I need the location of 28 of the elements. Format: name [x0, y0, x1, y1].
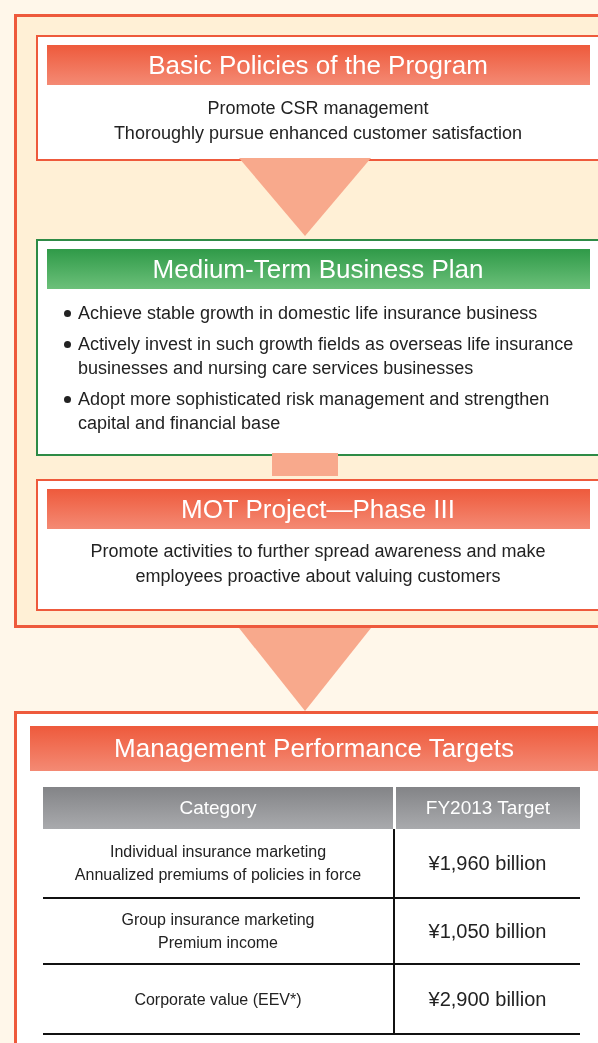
- cell-text: Individual insurance marketing: [109, 842, 327, 862]
- bullet-item: Actively invest in such growth fields as overseas life insurance businesses and nursing care services businesses: [38, 332, 598, 380]
- process-box: [36, 35, 598, 161]
- body-text: Promote CSR management: [206, 97, 430, 120]
- column-header: Category: [43, 787, 393, 829]
- column-header: FY2013 Target: [393, 787, 580, 829]
- cell-text: Group insurance marketing: [121, 910, 315, 930]
- box-heading: MOT Project—Phase III: [46, 489, 590, 529]
- bullet-item: Adopt more sophisticated risk management and strengthen capital and financial base: [38, 387, 598, 435]
- down-arrow: [239, 628, 371, 711]
- section-frame: [14, 14, 598, 628]
- cell-text: Premium income: [158, 933, 278, 953]
- targets-panel: [14, 711, 598, 1043]
- box-heading: Basic Policies of the Program: [46, 45, 590, 85]
- cell-text: Corporate value (EEV*): [134, 989, 302, 1010]
- body-text: Thoroughly pursue enhanced customer satisfaction: [112, 122, 524, 145]
- bullet-item: Achieve stable growth in domestic life insurance business: [38, 301, 598, 325]
- box-heading: Medium-Term Business Plan: [46, 249, 590, 289]
- cell-text: ¥1,960 billion: [428, 851, 547, 875]
- down-arrow: [239, 158, 371, 236]
- body-text: Promote activities to further spread awareness and make employees proactive about valuing customers: [89, 540, 547, 588]
- panel-heading: Management Performance Targets: [30, 726, 598, 771]
- connector-bar: [272, 453, 338, 476]
- cell-text: ¥1,050 billion: [428, 919, 547, 943]
- cell-text: ¥2,900 billion: [428, 987, 547, 1011]
- cell-text: Annualized premiums of policies in force: [74, 865, 362, 885]
- process-box: [36, 479, 598, 611]
- process-box: [36, 239, 598, 456]
